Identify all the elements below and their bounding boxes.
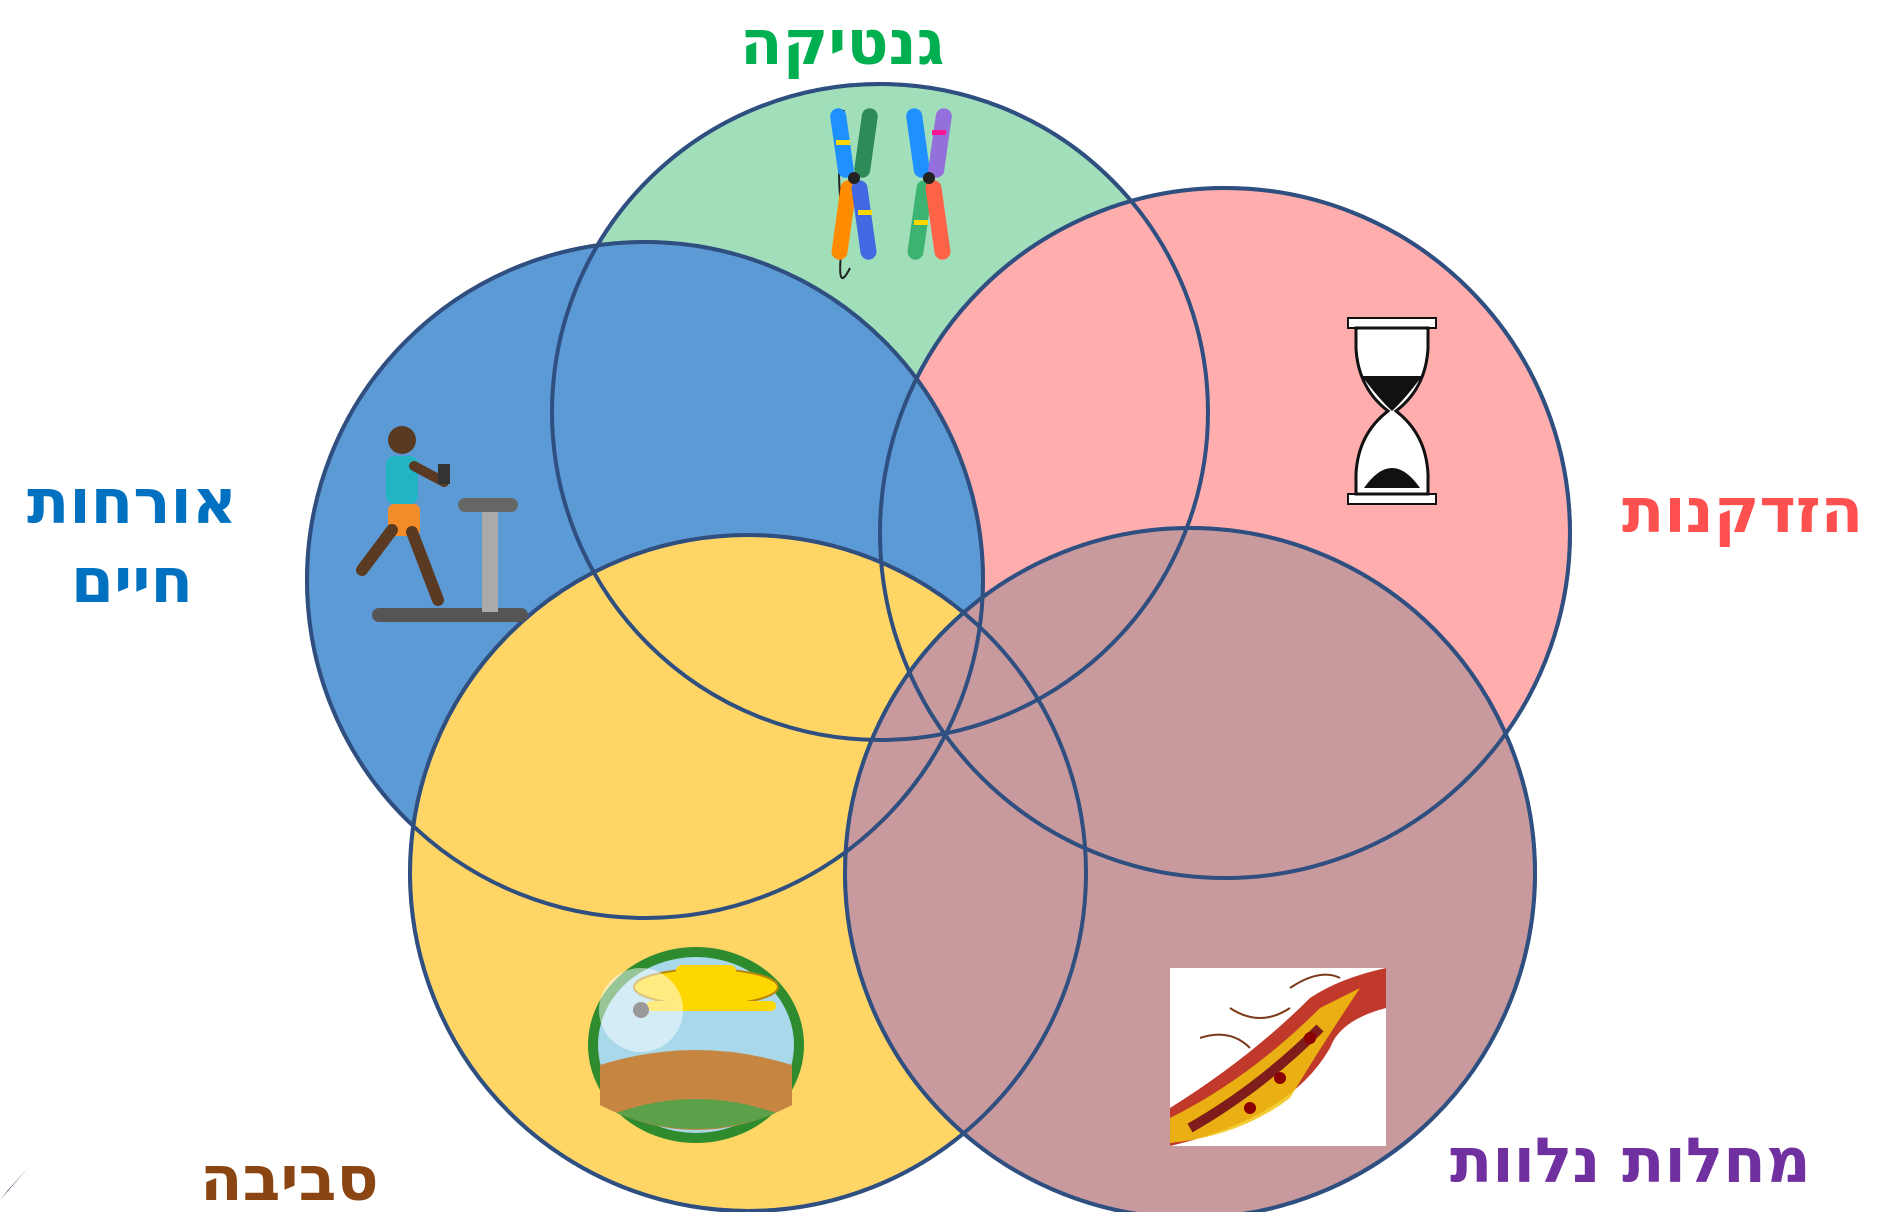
crop-duster-plane-icon — [588, 947, 804, 1143]
label-lifestyle-line1: אורחות — [27, 465, 237, 538]
hourglass-icon — [1347, 317, 1437, 505]
label-comorbidities: מחלות נלוות — [1450, 1124, 1811, 1197]
label-aging: הזדקנות — [1622, 474, 1864, 547]
chromosome-icon — [830, 108, 952, 280]
label-genetics: גנטיקה — [740, 6, 945, 79]
artery-plaque-icon — [1170, 968, 1386, 1146]
label-environment: סביבה — [200, 1142, 379, 1215]
label-lifestyle: אורחות חיים — [12, 462, 252, 621]
corner-mark — [0, 1168, 28, 1200]
treadmill-runner-icon — [356, 426, 528, 622]
label-lifestyle-line2: חיים — [70, 544, 194, 618]
